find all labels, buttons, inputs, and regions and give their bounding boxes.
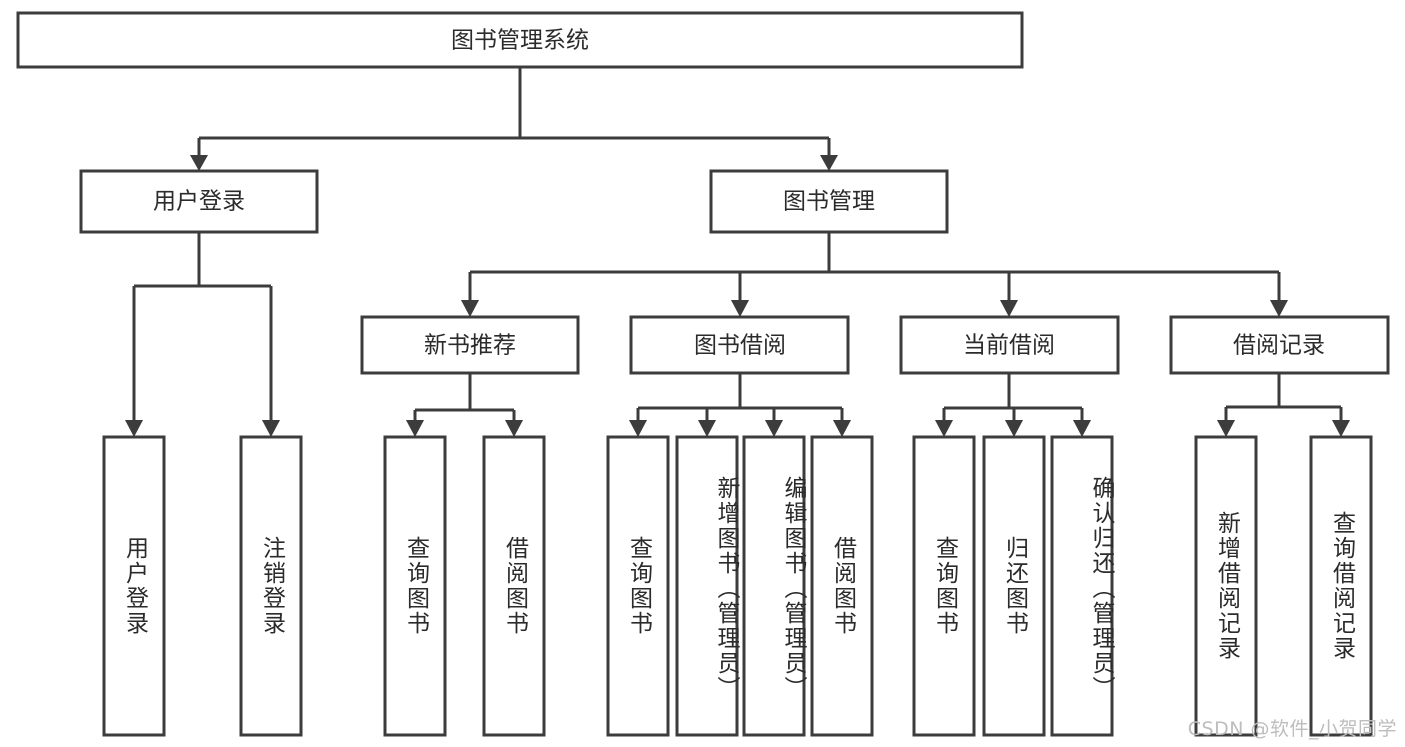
node-user-login-box[interactable] [79,169,319,234]
node-borrow-record-box[interactable] [1169,315,1390,375]
arrowhead-book-management [820,155,838,171]
connectors-book-borrow-to-leaves [629,373,851,437]
node-leaf-add-record-box[interactable] [1194,435,1258,737]
node-leaf-query-book-1-box[interactable] [383,435,447,737]
node-leaf-borrow-book-2-box[interactable] [810,435,874,737]
node-current-borrow-label: 当前借阅 [963,333,1055,359]
arrowhead-leaf-borrow-book-1 [505,420,523,437]
node-book-borrow-box[interactable] [629,315,850,375]
node-leaf-logout-box[interactable] [239,435,303,737]
arrowhead-leaf-query-book-2 [629,420,647,437]
node-leaf-confirm-return-box[interactable] [1050,435,1114,737]
node-book-management-label: 图书管理 [783,189,875,215]
arrowhead-leaf-user-login [125,420,143,437]
arrowhead-leaf-add-record [1217,420,1235,437]
arrowhead-leaf-return-book [1005,420,1023,437]
watermark-text: CSDN @软件_小贺同学 [1187,718,1397,740]
arrowhead-leaf-confirm-return [1073,420,1091,437]
node-book-borrow[interactable]: 图书借阅 [629,315,850,375]
node-current-borrow-box[interactable] [899,315,1120,375]
node-new-book-recommend-box[interactable] [360,315,580,375]
node-root-label: 图书管理系统 [451,28,589,54]
arrowhead-leaf-query-book-3 [935,420,953,437]
node-root-box[interactable] [16,11,1024,69]
node-borrow-record[interactable]: 借阅记录 [1169,315,1390,375]
leaf-boxes [102,435,1373,737]
node-user-login[interactable]: 用户登录 [79,169,319,234]
node-leaf-return-book-box[interactable] [982,435,1046,737]
node-leaf-edit-book-box[interactable] [742,435,806,737]
arrowhead-leaf-add-book [698,420,716,437]
node-new-book-recommend-label: 新书推荐 [424,333,516,359]
arrowhead-new-book-recommend [461,300,479,317]
connectors-book-management-to-level3 [461,232,1288,317]
node-leaf-query-book-3-box[interactable] [912,435,976,737]
connectors-user-login-to-leaves [125,232,280,437]
node-book-management-box[interactable] [709,169,949,234]
node-leaf-query-record-box[interactable] [1309,435,1373,737]
node-leaf-query-book-2-box[interactable] [606,435,670,737]
node-book-management[interactable]: 图书管理 [709,169,949,234]
node-new-book-recommend[interactable]: 新书推荐 [360,315,580,375]
node-root[interactable]: 图书管理系统 [16,11,1024,69]
arrowhead-leaf-edit-book [765,420,783,437]
connectors-new-book-recommend-to-leaves [406,373,523,437]
arrowhead-borrow-record [1270,300,1288,317]
node-current-borrow[interactable]: 当前借阅 [899,315,1120,375]
node-leaf-borrow-book-1-box[interactable] [482,435,546,737]
node-book-borrow-label: 图书借阅 [694,333,786,359]
arrowhead-leaf-query-book-1 [406,420,424,437]
connectors-current-borrow-to-leaves [935,373,1091,437]
arrowhead-leaf-logout [262,420,280,437]
arrowhead-leaf-borrow-book-2 [833,420,851,437]
arrowhead-leaf-query-record [1332,420,1350,437]
arrowhead-current-borrow [1000,300,1018,317]
arrowhead-book-borrow [731,300,749,317]
node-leaf-user-login-box[interactable] [102,435,166,737]
arrowhead-user-login [190,155,208,171]
connectors-borrow-record-to-leaves [1217,373,1350,437]
node-borrow-record-label: 借阅记录 [1233,333,1325,359]
node-leaf-add-book-box[interactable] [675,435,739,737]
connectors-root-to-level2 [190,67,838,171]
node-user-login-label: 用户登录 [153,189,245,215]
